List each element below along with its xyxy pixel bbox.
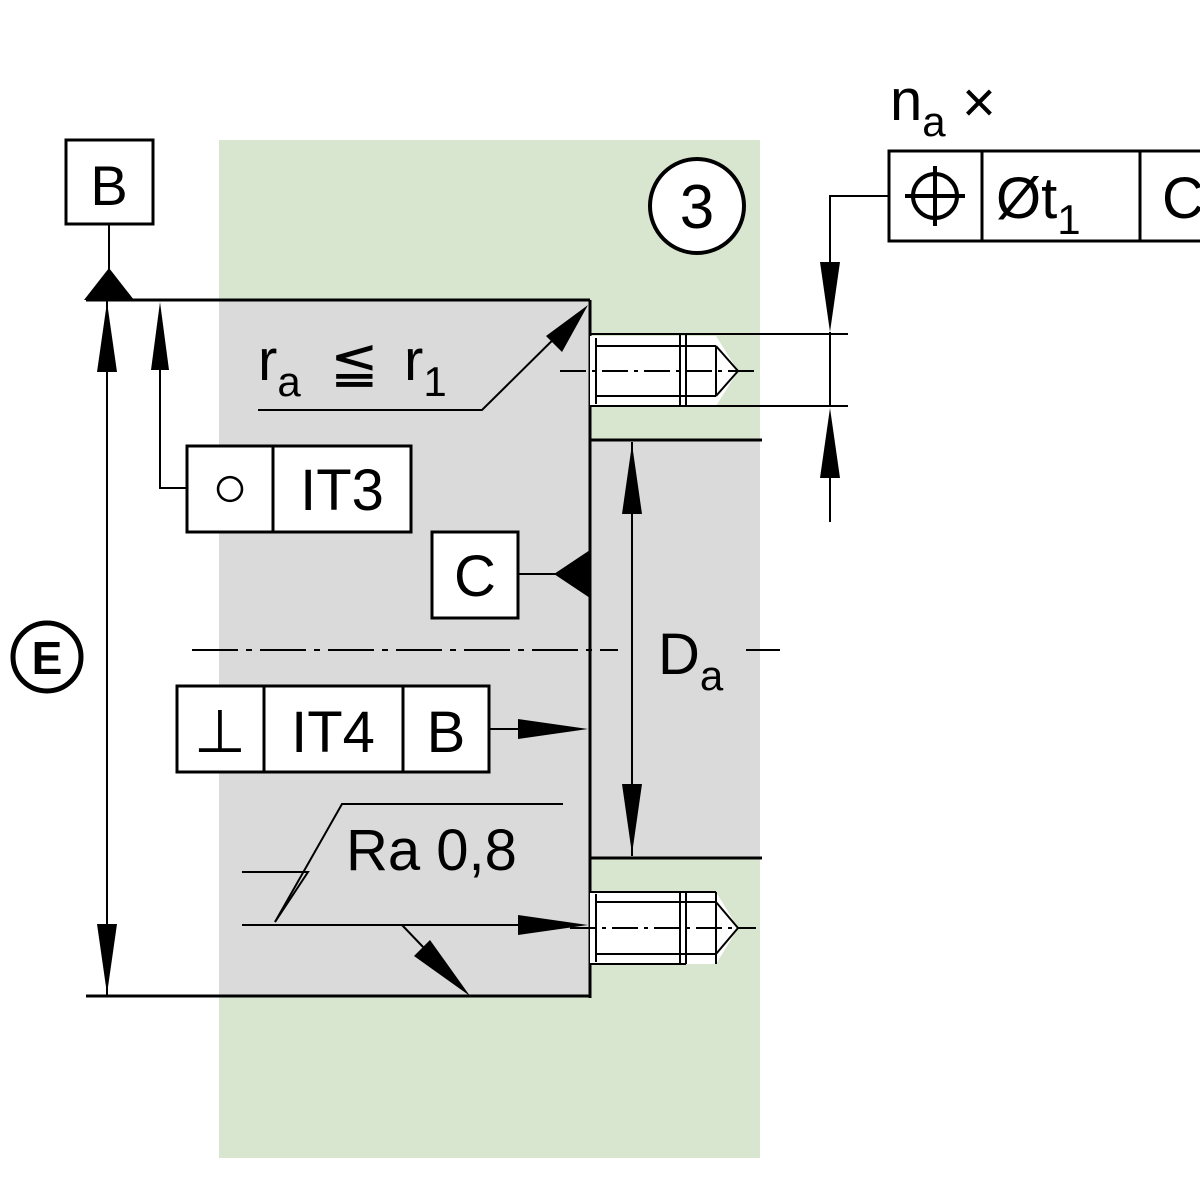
datum-b-triangle (84, 268, 134, 300)
fillet-r-sub: a (277, 358, 301, 405)
bore-diameter-sub: a (700, 652, 724, 699)
datum-e-circle (10, 620, 84, 694)
bore-diameter-dimension: Da (622, 442, 724, 856)
datum-c-marker: C (430, 530, 590, 620)
fillet-r1-symbol: r (404, 328, 423, 393)
perp-datum: B (427, 700, 466, 765)
screw-count-symbol: n (890, 68, 922, 133)
position-icon (905, 166, 965, 226)
housing-outline (86, 298, 762, 998)
screw-count-sub: a (922, 98, 946, 145)
screw-lower (570, 891, 756, 965)
screw-count-times: × (962, 70, 996, 135)
position-datum: C (1162, 166, 1200, 231)
datum-c-label: C (454, 544, 496, 609)
housing-bore-region (590, 440, 760, 858)
perpendicularity-tolerance-frame: ⊥ IT4 B (175, 684, 588, 774)
screw-upper (560, 333, 848, 407)
height-dimension (97, 300, 117, 996)
perp-tolerance: IT4 (291, 700, 375, 765)
svg-text:na: na (890, 68, 946, 145)
housing-section-upper (219, 300, 590, 996)
svg-text:r1: r1 (404, 328, 447, 405)
fillet-r-symbol: r (258, 328, 277, 393)
svg-text:Øt1: Øt1 (996, 166, 1081, 243)
runout-symbol: ○ (212, 453, 248, 520)
svg-text:ra: ra (258, 328, 301, 405)
fillet-relation: ≦ (330, 330, 379, 395)
position-tolerance-callout: na × Øt1 C (820, 68, 1200, 522)
fillet-radius-note: ra ≦ r1 (258, 305, 588, 411)
datum-b-label: B (90, 154, 127, 217)
position-tolerance-sub: 1 (1057, 196, 1080, 243)
svg-text:Da: Da (658, 622, 724, 699)
datum-e-label: E (32, 632, 63, 684)
fillet-r1-sub: 1 (423, 358, 446, 405)
runout-tolerance-frame: ○ IT3 (151, 302, 413, 534)
zone-marker-label: 3 (680, 173, 714, 242)
position-tolerance-prefix: Øt (996, 166, 1057, 231)
bore-diameter-symbol: D (658, 622, 700, 687)
runout-tolerance: IT3 (300, 458, 384, 523)
roughness-label: Ra 0,8 (346, 818, 517, 883)
perp-symbol: ⊥ (194, 698, 246, 765)
zone-marker-circle (648, 157, 746, 255)
surface-roughness-symbol: Ra 0,8 (242, 803, 588, 996)
